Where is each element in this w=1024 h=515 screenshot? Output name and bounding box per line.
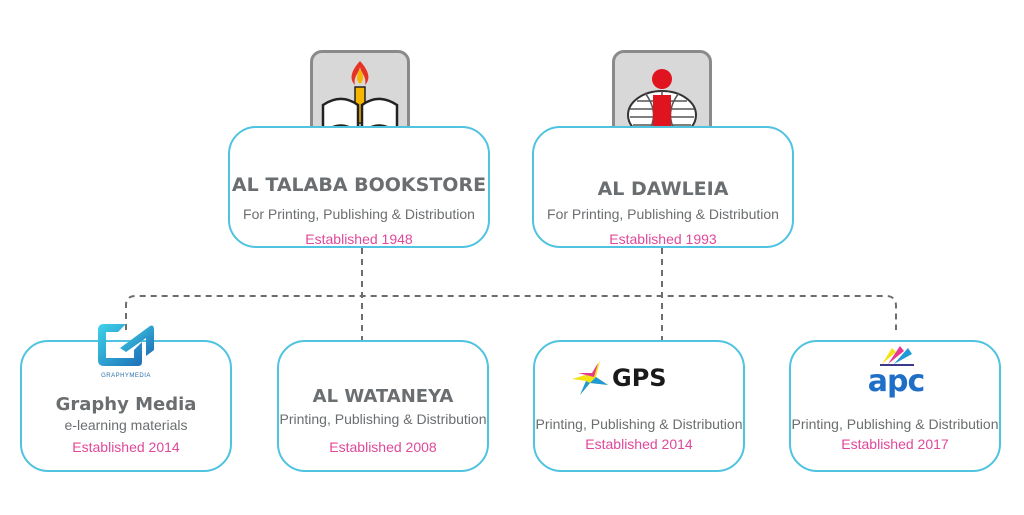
card-established: Established 2014 bbox=[585, 436, 693, 452]
card-title: AL TALABA BOOKSTORE bbox=[231, 174, 487, 196]
card-established: Established 1948 bbox=[305, 231, 413, 247]
apc-wordmark: apc bbox=[867, 364, 926, 399]
gps-star-icon bbox=[572, 361, 608, 395]
card-al-wataneya: AL WATANEYA Printing, Publishing & Distr… bbox=[277, 340, 489, 472]
card-subtitle: Printing, Publishing & Distribution bbox=[535, 416, 743, 432]
card-established: Established 1993 bbox=[609, 231, 717, 247]
card-established: Established 2017 bbox=[841, 436, 949, 452]
card-title: Graphy Media bbox=[55, 394, 197, 415]
apc-pages-icon bbox=[880, 346, 914, 366]
card-gps: Printing, Publishing & Distribution Esta… bbox=[533, 340, 745, 472]
connector-horizontal bbox=[125, 295, 897, 330]
card-title: AL WATANEYA bbox=[312, 386, 454, 407]
card-al-talaba: AL TALABA BOOKSTORE For Printing, Publis… bbox=[228, 126, 490, 248]
card-subtitle: Printing, Publishing & Distribution bbox=[791, 416, 999, 432]
gps-logo: GPS bbox=[570, 358, 667, 398]
torch-book-icon bbox=[320, 61, 400, 139]
graphy-media-wordmark: GRAPHYMEDIA bbox=[101, 373, 151, 379]
card-subtitle: e-learning materials bbox=[64, 417, 188, 433]
card-al-dawleia: AL DAWLEIA For Printing, Publishing & Di… bbox=[532, 126, 794, 248]
card-title: AL DAWLEIA bbox=[597, 178, 729, 200]
graphy-media-mark-icon bbox=[98, 324, 154, 366]
card-subtitle: For Printing, Publishing & Distribution bbox=[547, 206, 779, 222]
card-established: Established 2014 bbox=[72, 439, 180, 455]
graphy-media-logo: GRAPHYMEDIA bbox=[90, 320, 162, 384]
card-apc: Printing, Publishing & Distribution Esta… bbox=[789, 340, 1001, 472]
card-subtitle: For Printing, Publishing & Distribution bbox=[243, 206, 475, 222]
apc-logo: apc bbox=[856, 342, 936, 402]
gps-wordmark: GPS bbox=[612, 364, 667, 392]
card-established: Established 2008 bbox=[329, 439, 437, 455]
card-subtitle: Printing, Publishing & Distribution bbox=[279, 411, 487, 427]
